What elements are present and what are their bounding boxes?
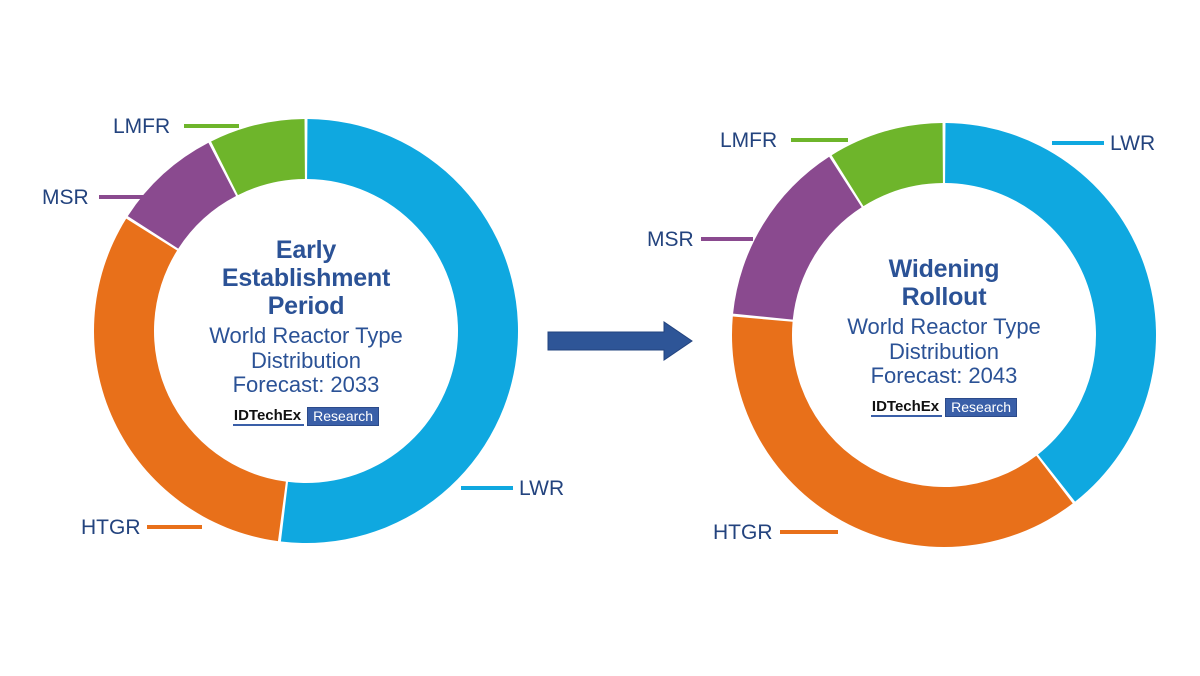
donut-2043-svg (732, 123, 1156, 547)
callout-label-lwr-2033: LWR (519, 477, 565, 500)
idtechex-wordmark: IDTechEx (870, 398, 943, 417)
idtechex-research-badge: Research (307, 406, 380, 426)
chart-2033-subtitle: World Reactor Type Distribution Forecast… (209, 323, 403, 398)
donut-slice-msr[interactable] (733, 156, 862, 320)
idtechex-logo: IDTechEx Research (232, 406, 380, 426)
callout-leader-lwr-2043 (1052, 141, 1104, 145)
callout-label-lmfr-2043: LMFR (720, 129, 778, 152)
callout-leader-msr-2043 (701, 237, 753, 241)
callout-leader-lmfr-2043 (791, 138, 848, 142)
callout-leader-msr-2033 (99, 195, 145, 199)
callout-leader-htgr-2043 (780, 530, 838, 534)
callout-label-htgr-2043: HTGR (713, 521, 773, 544)
callout-label-msr-2043: MSR (647, 228, 694, 251)
donut-2033-svg (94, 119, 518, 544)
callout-leader-lwr-2033 (461, 486, 513, 490)
callout-label-msr-2033: MSR (42, 186, 89, 209)
donut-slice-msr[interactable] (127, 142, 237, 249)
callout-label-lmfr-2033: LMFR (113, 115, 171, 138)
donut-slice-htgr[interactable] (732, 316, 1073, 547)
chart-2043-subtitle: World Reactor Type Distribution Forecast… (847, 314, 1041, 389)
progression-arrow (547, 321, 693, 361)
donut-slice-lmfr[interactable] (211, 119, 305, 196)
callout-label-htgr-2033: HTGR (81, 516, 141, 539)
callout-label-lwr-2043: LWR (1110, 132, 1156, 155)
donut-slice-lwr[interactable] (280, 119, 518, 544)
donut-slice-lwr[interactable] (945, 123, 1156, 502)
donut-2033-center-text: Early Establishment Period World Reactor… (152, 190, 460, 472)
donut-slice-htgr[interactable] (94, 218, 286, 542)
idtechex-research-badge: Research (945, 397, 1018, 417)
callout-leader-htgr-2033 (147, 525, 202, 529)
callout-leader-lmfr-2033 (184, 124, 239, 128)
donut-slice-lmfr[interactable] (831, 123, 943, 207)
idtechex-logo: IDTechEx Research (870, 397, 1018, 417)
idtechex-wordmark: IDTechEx (232, 407, 305, 426)
donut-2043-center-text: Widening Rollout World Reactor Type Dist… (790, 205, 1098, 467)
donut-chart-2043 (730, 121, 1158, 549)
chart-2033-title: Early Establishment Period (221, 236, 391, 321)
chart-2043-title: Widening Rollout (888, 255, 1000, 312)
donut-chart-2033 (92, 117, 520, 545)
